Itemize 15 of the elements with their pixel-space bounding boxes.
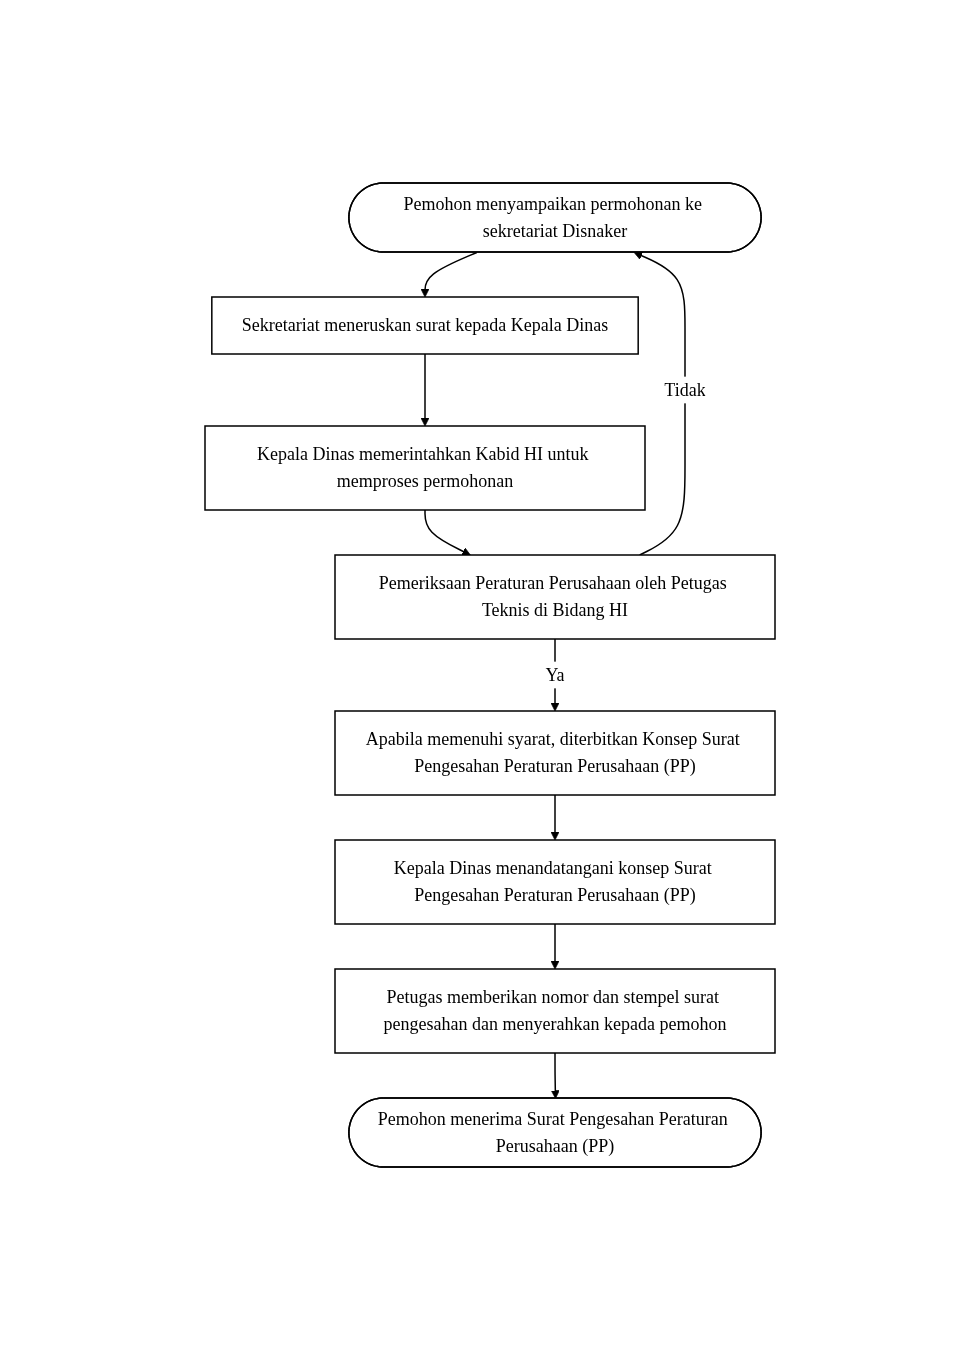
arrow — [633, 251, 686, 556]
arrow — [420, 352, 430, 426]
arrow — [550, 793, 560, 840]
arrow — [550, 1051, 560, 1099]
arrow — [424, 508, 471, 555]
node-box: Kepala Dinas menandatangani konsep Surat Pengesahan Peraturan Perusahaan (PP) — [334, 838, 776, 925]
node-box: Sekretariat meneruskan surat kepada Kepala Dinas — [211, 295, 639, 355]
node-box: Apabila memenuhi syarat, diterbitkan Konsep Surat Pengesahan Peraturan Perusahaan (PP) — [334, 709, 776, 796]
node-box: Pemeriksaan Peraturan Perusahaan oleh Petugas Teknis di Bidang HI — [334, 553, 776, 640]
node-box: Petugas memberikan nomor dan stempel surat pengesahan dan menyerahkan kepada pemohon — [334, 967, 776, 1054]
edge-label: Tidak — [664, 379, 706, 399]
arrow — [420, 251, 478, 297]
arrow — [550, 922, 560, 969]
node-box: Kepala Dinas memerintahkan Kabid HI untuk memproses permohonan — [204, 424, 646, 511]
edge-label: Ya — [545, 664, 565, 684]
